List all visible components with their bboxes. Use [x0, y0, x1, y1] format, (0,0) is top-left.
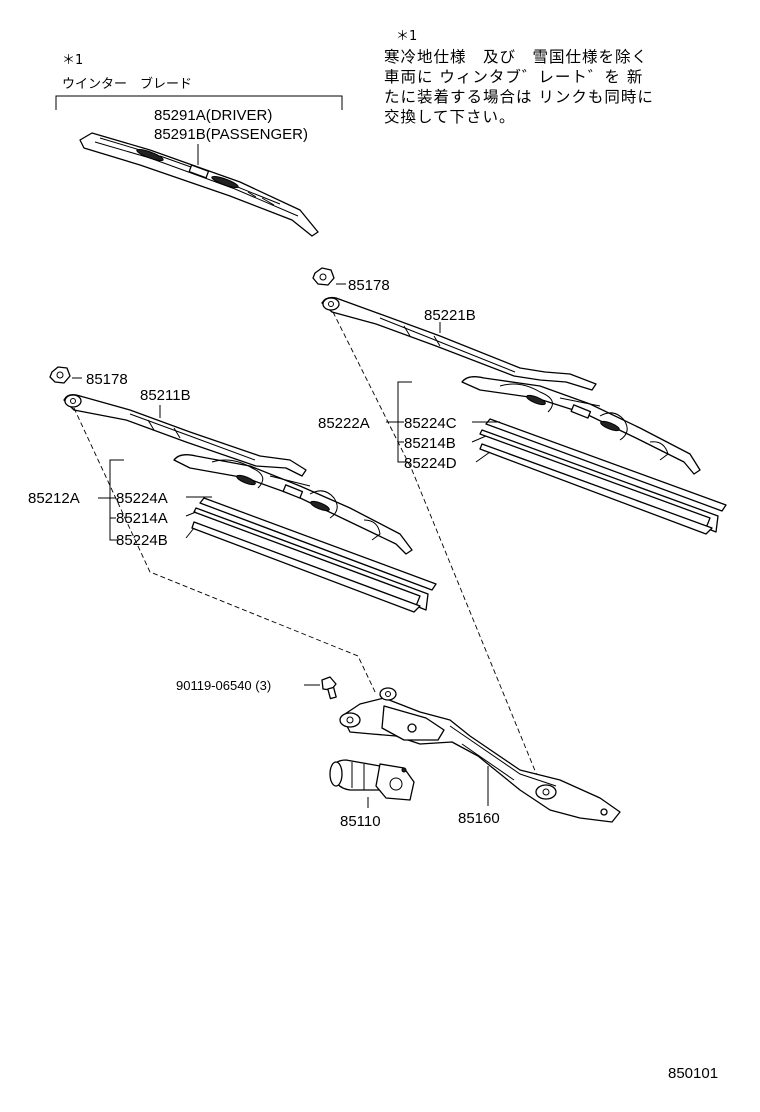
part-85224A[interactable]: 85224A: [116, 490, 168, 507]
part-85178-right[interactable]: 85178: [348, 277, 390, 294]
nut-right-drawing: [312, 267, 335, 286]
arm-left-drawing: [63, 394, 307, 477]
motor-drawing: [329, 759, 415, 801]
winter-blade-drawing: [79, 132, 319, 237]
part-85212A[interactable]: 85212A: [28, 490, 80, 507]
leader-85224B: [185, 527, 195, 539]
left-wiper-group: 85178 85211B 85212A 85224A: [28, 366, 437, 613]
right-wiper-group: 85178 85221B 85222A: [312, 267, 727, 535]
figure-number: 850101: [668, 1065, 718, 1082]
bolt-group: 90119-06540 (3): [176, 676, 337, 700]
part-85214B[interactable]: 85214B: [404, 435, 456, 452]
note-marker-right: ＊1: [396, 29, 417, 44]
bolt-drawing: [321, 676, 337, 700]
notice-line-4: 交換して下さい。: [384, 108, 516, 126]
arm-right-drawing: [321, 296, 597, 391]
part-90119-06540[interactable]: 90119-06540 (3): [176, 678, 271, 693]
leader-85214A: [185, 511, 197, 517]
part-85224B[interactable]: 85224B: [116, 532, 168, 549]
blade-left-drawing: [173, 454, 413, 555]
blade-right-drawing: [461, 376, 701, 475]
part-85160[interactable]: 85160: [458, 810, 500, 827]
notice-line-1: 寒冷地仕様 及び 雪国仕様を除く: [384, 47, 648, 66]
part-85224C[interactable]: 85224C: [404, 415, 457, 432]
leader-85224D: [475, 451, 491, 463]
rubber-left-drawing: [191, 497, 437, 613]
note-marker-left: ＊1: [62, 53, 83, 68]
part-85178-left[interactable]: 85178: [86, 371, 128, 388]
winter-blade-group: ＊1 ウインター ブレード 85291A(DRIVER) 85291B(PASS…: [55, 53, 343, 237]
part-85224D[interactable]: 85224D: [404, 455, 457, 472]
notice-line-3: たに装着する場合は リンクも同時に: [384, 88, 654, 106]
leader-85214B: [471, 435, 487, 443]
part-85214A[interactable]: 85214A: [116, 510, 168, 527]
part-85291A[interactable]: 85291A(DRIVER): [154, 107, 272, 124]
pivot-dash-lines: [73, 311, 539, 779]
winter-blade-bracket: [55, 95, 343, 110]
notice-block: ＊1 寒冷地仕様 及び 雪国仕様を除く 車両に ウィンタブ゛レート゛を 新 たに…: [384, 29, 654, 126]
link-assembly-drawing: [339, 687, 621, 823]
part-85222A[interactable]: 85222A: [318, 415, 370, 432]
nut-left-drawing: [49, 366, 71, 384]
part-85221B[interactable]: 85221B: [424, 307, 476, 324]
notice-line-2: 車両に ウィンタブ゛レート゛を 新: [384, 67, 643, 86]
rubber-right-drawing: [479, 418, 727, 535]
part-85211B[interactable]: 85211B: [140, 387, 191, 404]
winter-blade-label: ウインター ブレード: [62, 76, 192, 92]
part-85110[interactable]: 85110: [340, 813, 381, 830]
part-85291B[interactable]: 85291B(PASSENGER): [154, 126, 308, 143]
